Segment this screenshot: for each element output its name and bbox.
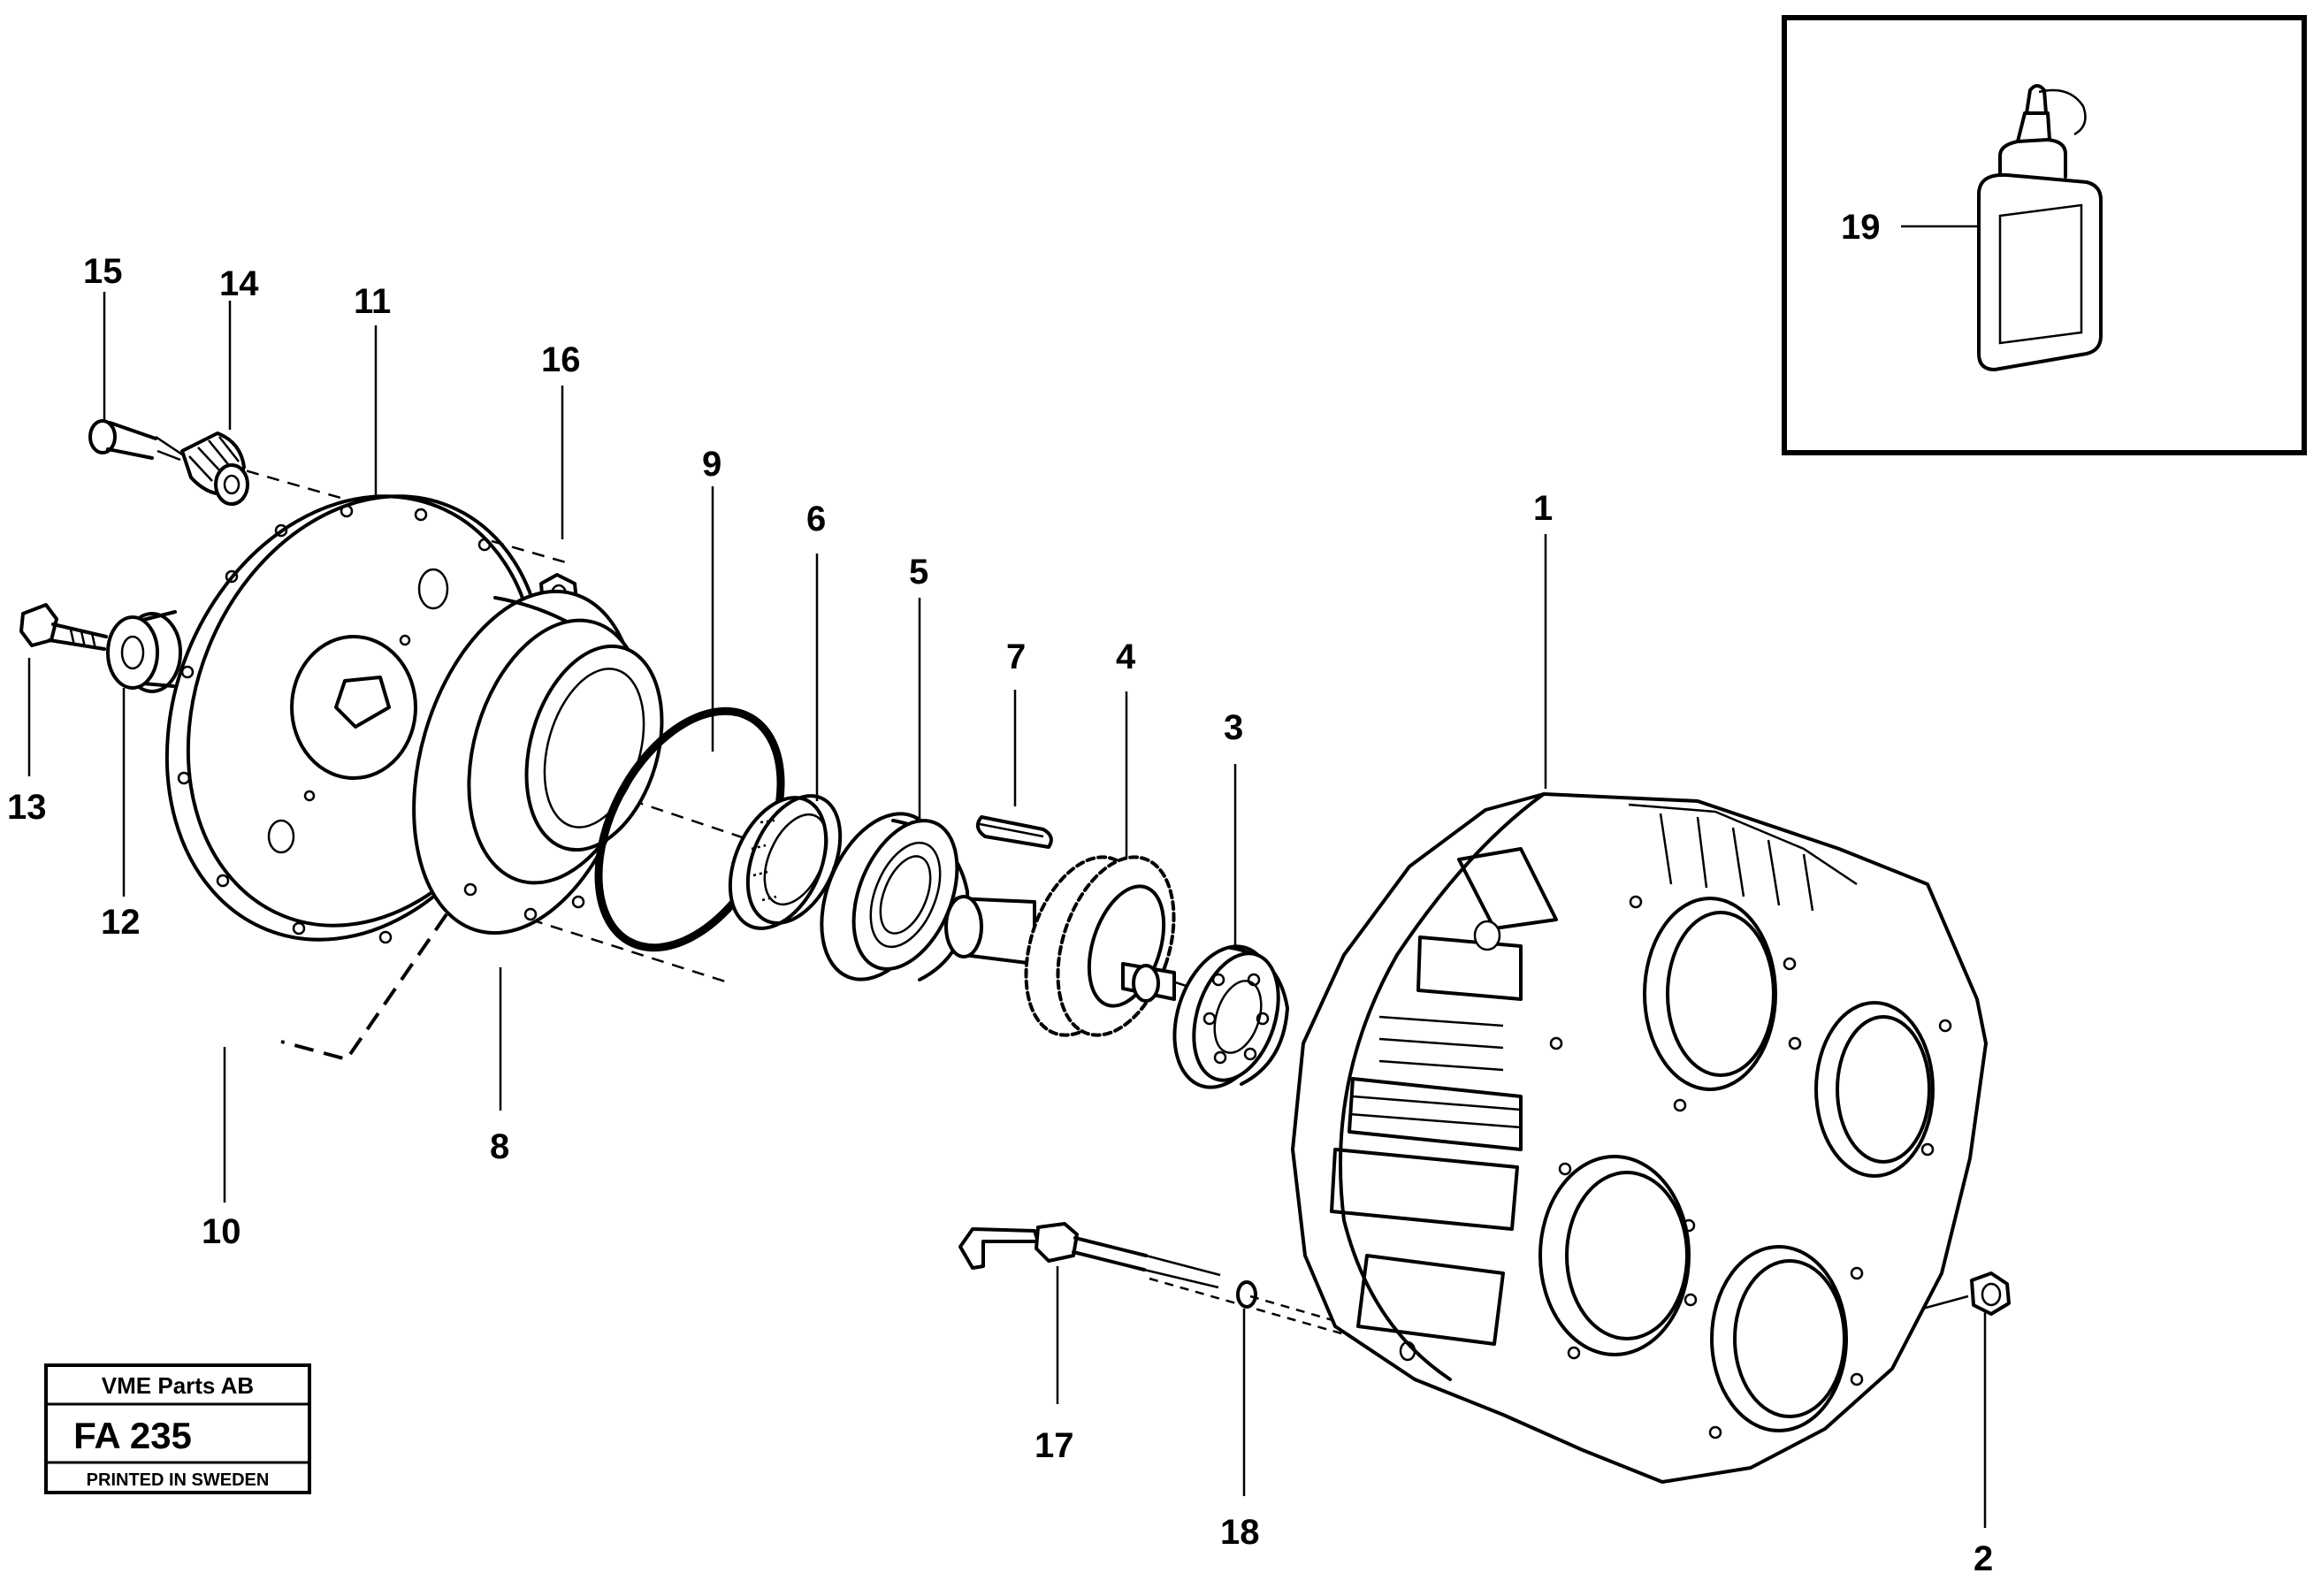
seal-ring-6 xyxy=(728,794,843,930)
callout-11: 11 xyxy=(354,282,391,321)
callout-9: 9 xyxy=(702,445,721,484)
callout-3: 3 xyxy=(1224,708,1243,747)
gearbox-housing-1 xyxy=(1291,792,1988,1484)
oil-bottle-icon xyxy=(1977,84,2103,371)
stamp-code: FA 235 xyxy=(73,1415,192,1456)
plug-2 xyxy=(1970,1271,2011,1316)
callout-13: 13 xyxy=(7,788,47,827)
callout-2: 2 xyxy=(1974,1539,1993,1578)
callout-4: 4 xyxy=(1116,638,1136,676)
stamp-company: VME Parts AB xyxy=(102,1372,254,1399)
gear-shaft-4 xyxy=(944,855,1176,1037)
callout-12: 12 xyxy=(101,903,141,942)
callout-6: 6 xyxy=(806,500,826,538)
spacer-12 xyxy=(106,610,182,693)
ball-bearing-5 xyxy=(820,812,970,981)
callout-19: 19 xyxy=(1841,208,1881,247)
key-7 xyxy=(975,815,1053,849)
stamp-printed: PRINTED IN SWEDEN xyxy=(87,1470,270,1490)
callout-14: 14 xyxy=(219,264,259,303)
callout-numbers: 1 2 3 4 5 6 7 8 9 10 11 12 13 14 15 16 1… xyxy=(7,252,1993,1578)
ball-bearing-3 xyxy=(1172,944,1289,1089)
o-ring-18 xyxy=(1236,1280,1257,1309)
callout-16: 16 xyxy=(541,340,581,379)
callout-18: 18 xyxy=(1220,1513,1260,1552)
inset-box: 19 xyxy=(1782,15,2307,455)
callout-8: 8 xyxy=(490,1127,509,1166)
bolt-13 xyxy=(19,603,108,651)
callout-1: 1 xyxy=(1533,489,1553,528)
callout-7: 7 xyxy=(1006,638,1026,676)
bearing-housing-8 xyxy=(412,589,664,935)
callout-15: 15 xyxy=(83,252,123,291)
callout-5: 5 xyxy=(909,553,928,592)
bolt-15 xyxy=(88,419,183,462)
dipstick-17 xyxy=(958,1222,1221,1289)
breather-valve-14 xyxy=(180,431,249,506)
callout-10: 10 xyxy=(202,1212,241,1251)
title-stamp: VME Parts AB FA 235 PRINTED IN SWEDEN xyxy=(44,1363,311,1494)
callout-17: 17 xyxy=(1035,1426,1074,1465)
callout-leaders xyxy=(27,292,1987,1528)
